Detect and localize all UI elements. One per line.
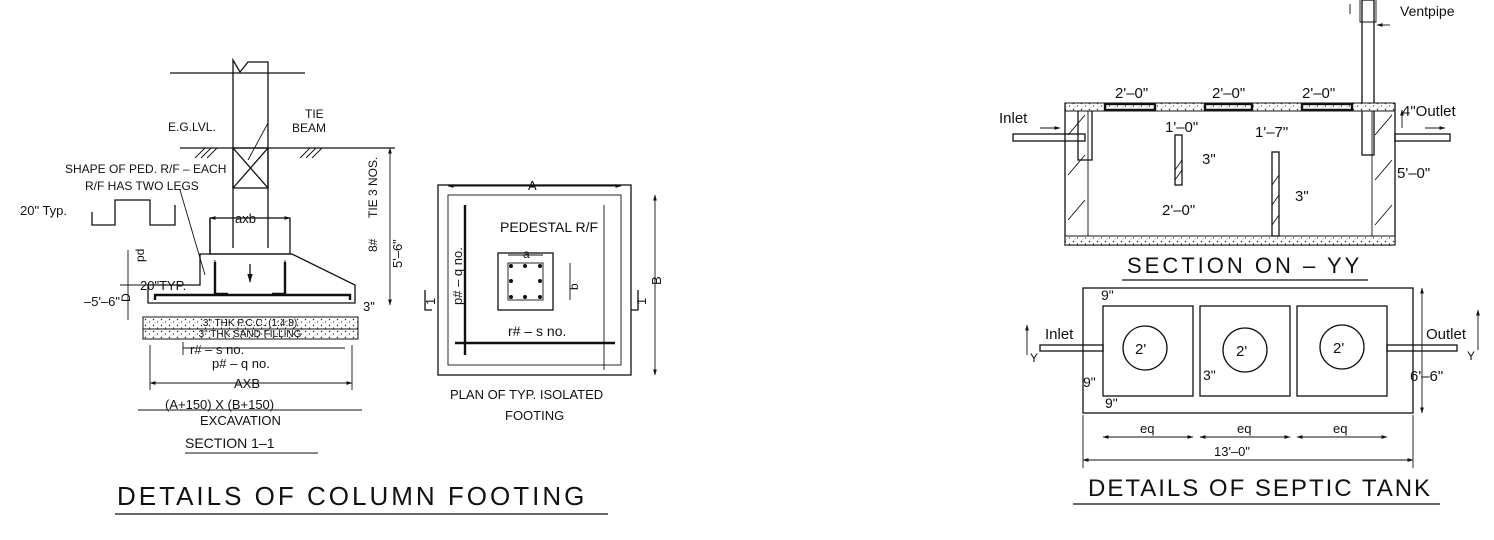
shape-ped-label-1: SHAPE OF PED. R/F – EACH (65, 162, 226, 176)
tank-walls (1064, 103, 1396, 246)
axb-dim-label: AXB (234, 376, 260, 391)
sand-label: 3" THK SAND FILLING (199, 329, 302, 340)
total-length: 13'–0" (1214, 444, 1250, 459)
footing-section: 3" THK P.C.C. (1:4:8) 3" THK SAND FILLIN… (20, 57, 405, 454)
tie-beam-label-2: BEAM (292, 121, 326, 135)
pcc-label: 3" THK P.C.C. (1:4:8) (203, 318, 297, 329)
typ20b-label: 20"TYP. (140, 278, 186, 293)
slab-dim-3: 2'–0" (1302, 85, 1335, 102)
axb-label: axb (235, 211, 256, 226)
plan-9in-left: 9" (1083, 374, 1096, 390)
dim-5-0: 5'–0" (1397, 165, 1430, 182)
manhole-3-label: 2' (1333, 340, 1344, 357)
excavation-label-2: EXCAVATION (200, 413, 281, 428)
slab-dim-2: 2'–0" (1212, 85, 1245, 102)
plan-3in: 3" (1203, 367, 1216, 383)
inlet-pipe (1012, 133, 1086, 142)
r-s-label: r# – s no. (190, 342, 244, 357)
section-marker-right: 1 (634, 298, 649, 305)
bottom-rebar (153, 293, 352, 300)
typ20-label: 20" Typ. (20, 203, 67, 218)
five6-label: 5'–6" (390, 239, 405, 268)
d-label: D (119, 293, 133, 302)
pedestal-bar-left (213, 262, 228, 296)
baffle-2 (1271, 151, 1280, 237)
slab-dim-1: 2'–0" (1115, 85, 1148, 102)
dim-1-0: 1'–0" (1165, 119, 1198, 136)
manhole-1 (1122, 325, 1168, 371)
manhole-2-label: 2' (1236, 343, 1247, 360)
plan-p-q-label: p# – q no. (450, 247, 465, 305)
eight-label: 8# (366, 238, 380, 252)
septic-plan: 9" Inlet Outlet Y Y 2' 2' 2' 9" 9" 3" 6'… (1025, 287, 1480, 468)
septic-main-title: DETAILS OF SEPTIC TANK (1088, 475, 1432, 502)
three-label: 3" (363, 299, 375, 314)
vent-pipe (1361, 0, 1375, 156)
chamber-1 (1102, 305, 1194, 397)
tie-nos-label: TIE 3 NOS. (366, 157, 380, 218)
manhole-1-label: 2' (1135, 341, 1146, 358)
dim-1-7: 1'–7" (1255, 124, 1288, 141)
outlet-pipe (1394, 133, 1451, 142)
ventpipe-label: Ventpipe (1400, 3, 1455, 19)
plan-b-dim: B (649, 276, 664, 285)
footing-slab (147, 253, 356, 304)
eq-1: eq (1140, 421, 1154, 436)
plan-outlet-label: Outlet (1426, 326, 1467, 343)
section-outlet-label: 4"Outlet (1402, 103, 1457, 120)
p-q-label: p# – q no. (212, 356, 270, 371)
plan-9in-top: 9" (1101, 287, 1114, 303)
plan-caption-1: PLAN OF TYP. ISOLATED (450, 387, 603, 402)
y-mark-right: Y (1467, 349, 1475, 363)
neg56-label: –5'–6" (84, 294, 120, 309)
pd-label: pd (133, 249, 147, 262)
pedestal-bar-right (272, 262, 287, 296)
plan-pedestal (497, 252, 554, 311)
plan-small-a: a (523, 247, 530, 261)
plan-outer (437, 184, 632, 376)
manhole-3 (1319, 324, 1365, 370)
eq-3: eq (1333, 421, 1347, 436)
section-1-1-title: SECTION 1–1 (185, 435, 275, 451)
baffle-thk-2: 3" (1295, 188, 1309, 205)
plan-small-b: b (567, 283, 581, 290)
shape-ped-label-2: R/F HAS TWO LEGS (85, 179, 199, 193)
ground-hatch (194, 147, 323, 159)
column-break (232, 57, 269, 74)
y-mark-left: Y (1030, 351, 1038, 365)
dim-6-6: 6'–6" (1410, 368, 1443, 385)
tie-beam-label-1: TIE (305, 107, 324, 121)
footing-main-title: DETAILS OF COLUMN FOOTING (117, 481, 587, 511)
section-yy-title: SECTION ON – YY (1127, 253, 1362, 278)
plan-r-s-label: r# – s no. (508, 323, 566, 339)
eq-2: eq (1237, 421, 1251, 436)
pedestal-rf-label: PEDESTAL R/F (500, 219, 598, 235)
excavation-label-1: (A+150) X (B+150) (165, 397, 274, 412)
section-inlet-label: Inlet (999, 110, 1028, 127)
baffle-1 (1174, 134, 1183, 186)
tank-bottom-slab (1064, 235, 1396, 246)
manhole-2 (1222, 327, 1268, 373)
egl-label: E.G.LVL. (168, 120, 216, 134)
septic-section: Ventpipe Inlet 4"Outlet 2'–0" 2'–0" 2'–0… (999, 0, 1457, 281)
plan-9in-bottom: 9" (1105, 395, 1118, 411)
plan-a-dim: A (528, 178, 537, 193)
section-marker-left: 1 (423, 298, 438, 305)
footing-plan: A B PEDESTAL R/F a b p# – q no. r# – s n… (423, 178, 664, 423)
baffle-thk-1: 3" (1202, 151, 1216, 168)
chamber-2 (1199, 305, 1291, 397)
dim-2-0: 2'–0" (1162, 202, 1195, 219)
wall-hatch (1067, 114, 1393, 226)
sand-layer (142, 328, 359, 340)
plan-inlet-label: Inlet (1045, 326, 1074, 343)
plan-caption-2: FOOTING (505, 408, 564, 423)
ped-rf-shape (91, 199, 176, 226)
